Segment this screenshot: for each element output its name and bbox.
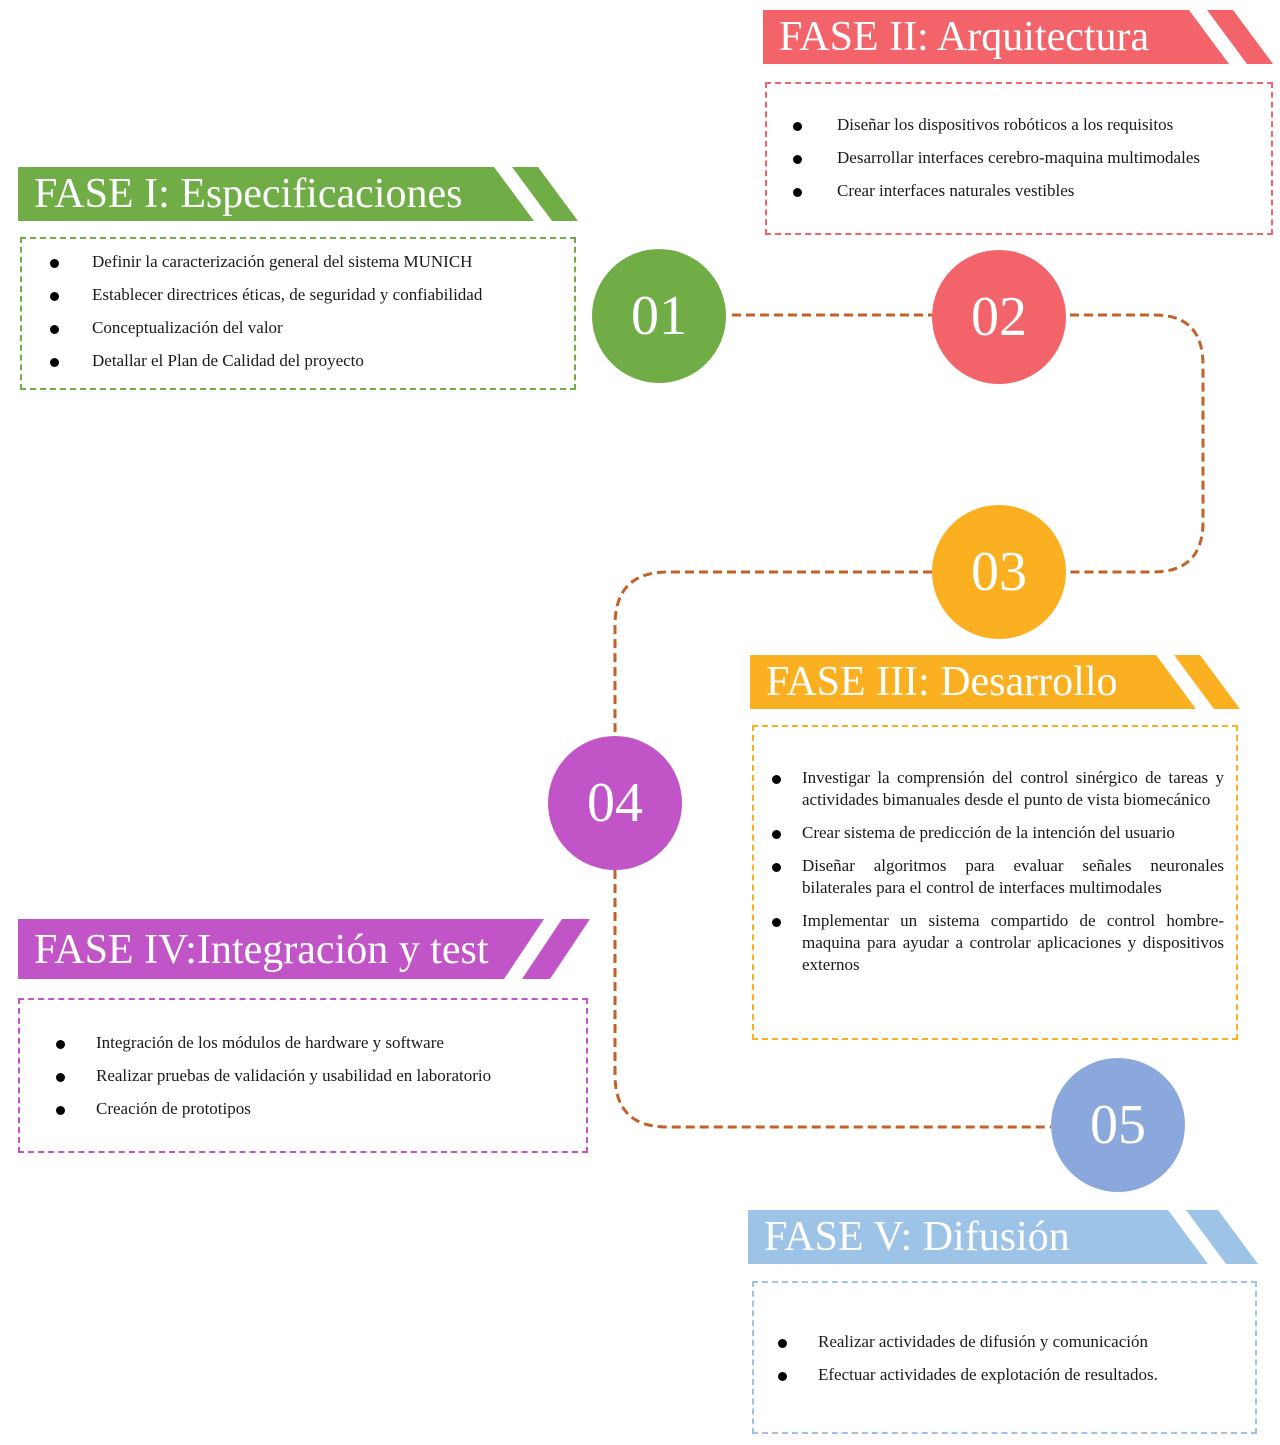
phase-5-task-box: Realizar actividades de difusión y comun… xyxy=(752,1281,1257,1434)
phase-4-circle: 04 xyxy=(548,736,682,870)
phase-4-title: FASE IV:Integración y test xyxy=(34,927,489,973)
phase-2-banner-shape xyxy=(763,10,1273,64)
phase-4-banner-shape xyxy=(18,919,590,979)
phase-1-banner-shape xyxy=(18,167,578,221)
phase-5-circle: 05 xyxy=(1051,1058,1185,1192)
phase-3-task-list: Investigar la comprensión del control si… xyxy=(754,767,1224,976)
phase-4-task-box: Integración de los módulos de hardware y… xyxy=(18,998,588,1153)
phase-2-banner: FASE II: Arquitectura xyxy=(763,10,1273,64)
phase-1-task-box: Definir la caracterización general del s… xyxy=(20,237,576,390)
phase-1-circle: 01 xyxy=(592,249,726,383)
phase-5-banner: FASE V: Difusión xyxy=(748,1210,1258,1264)
connector-04-05 xyxy=(613,870,1051,1129)
list-item: Desarrollar interfaces cerebro-maquina m… xyxy=(767,147,1261,169)
list-item: Detallar el Plan de Calidad del proyecto xyxy=(22,350,554,372)
phase-3-circle: 03 xyxy=(932,505,1066,639)
phase-5-banner-shape xyxy=(748,1210,1258,1264)
phase-4-banner: FASE IV:Integración y test xyxy=(18,919,590,979)
phase-3-banner-shape xyxy=(750,655,1240,709)
phase-1-task-list: Definir la caracterización general del s… xyxy=(22,251,554,372)
phase-4-task-list: Integración de los módulos de hardware y… xyxy=(20,1032,576,1120)
phase-3-task-box: Investigar la comprensión del control si… xyxy=(752,725,1238,1040)
phase-1-title: FASE I: Especificaciones xyxy=(34,171,463,217)
list-item: Diseñar algoritmos para evaluar señales … xyxy=(754,855,1224,899)
list-item: Definir la caracterización general del s… xyxy=(22,251,554,273)
phase-5-task-list: Realizar actividades de difusión y comun… xyxy=(754,1331,1245,1386)
list-item: Investigar la comprensión del control si… xyxy=(754,767,1224,811)
phase-2-title: FASE II: Arquitectura xyxy=(779,14,1150,60)
list-item: Efectuar actividades de explotación de r… xyxy=(754,1364,1245,1386)
list-item: Crear interfaces naturales vestibles xyxy=(767,180,1261,202)
list-item: Creación de prototipos xyxy=(20,1098,576,1120)
phase-3-title: FASE III: Desarrollo xyxy=(766,659,1118,705)
connector-03-04 xyxy=(613,570,932,735)
list-item: Realizar actividades de difusión y comun… xyxy=(754,1331,1245,1353)
phase-5-title: FASE V: Difusión xyxy=(764,1214,1070,1260)
phase-2-task-list: Diseñar los dispositivos robóticos a los… xyxy=(767,114,1261,202)
list-item: Realizar pruebas de validación y usabili… xyxy=(20,1065,576,1087)
phase-3-banner: FASE III: Desarrollo xyxy=(750,655,1240,709)
phase-2-task-box: Diseñar los dispositivos robóticos a los… xyxy=(765,82,1273,235)
list-item: Diseñar los dispositivos robóticos a los… xyxy=(767,114,1261,136)
list-item: Crear sistema de predicción de la intenc… xyxy=(754,822,1224,844)
phase-2-circle: 02 xyxy=(932,250,1066,384)
list-item: Establecer directrices éticas, de seguri… xyxy=(22,284,554,306)
list-item: Conceptualización del valor xyxy=(22,317,554,339)
connector-02-03 xyxy=(1070,313,1205,574)
phase-1-banner: FASE I: Especificaciones xyxy=(18,167,578,221)
list-item: Implementar un sistema compartido de con… xyxy=(754,910,1224,976)
list-item: Integración de los módulos de hardware y… xyxy=(20,1032,576,1054)
